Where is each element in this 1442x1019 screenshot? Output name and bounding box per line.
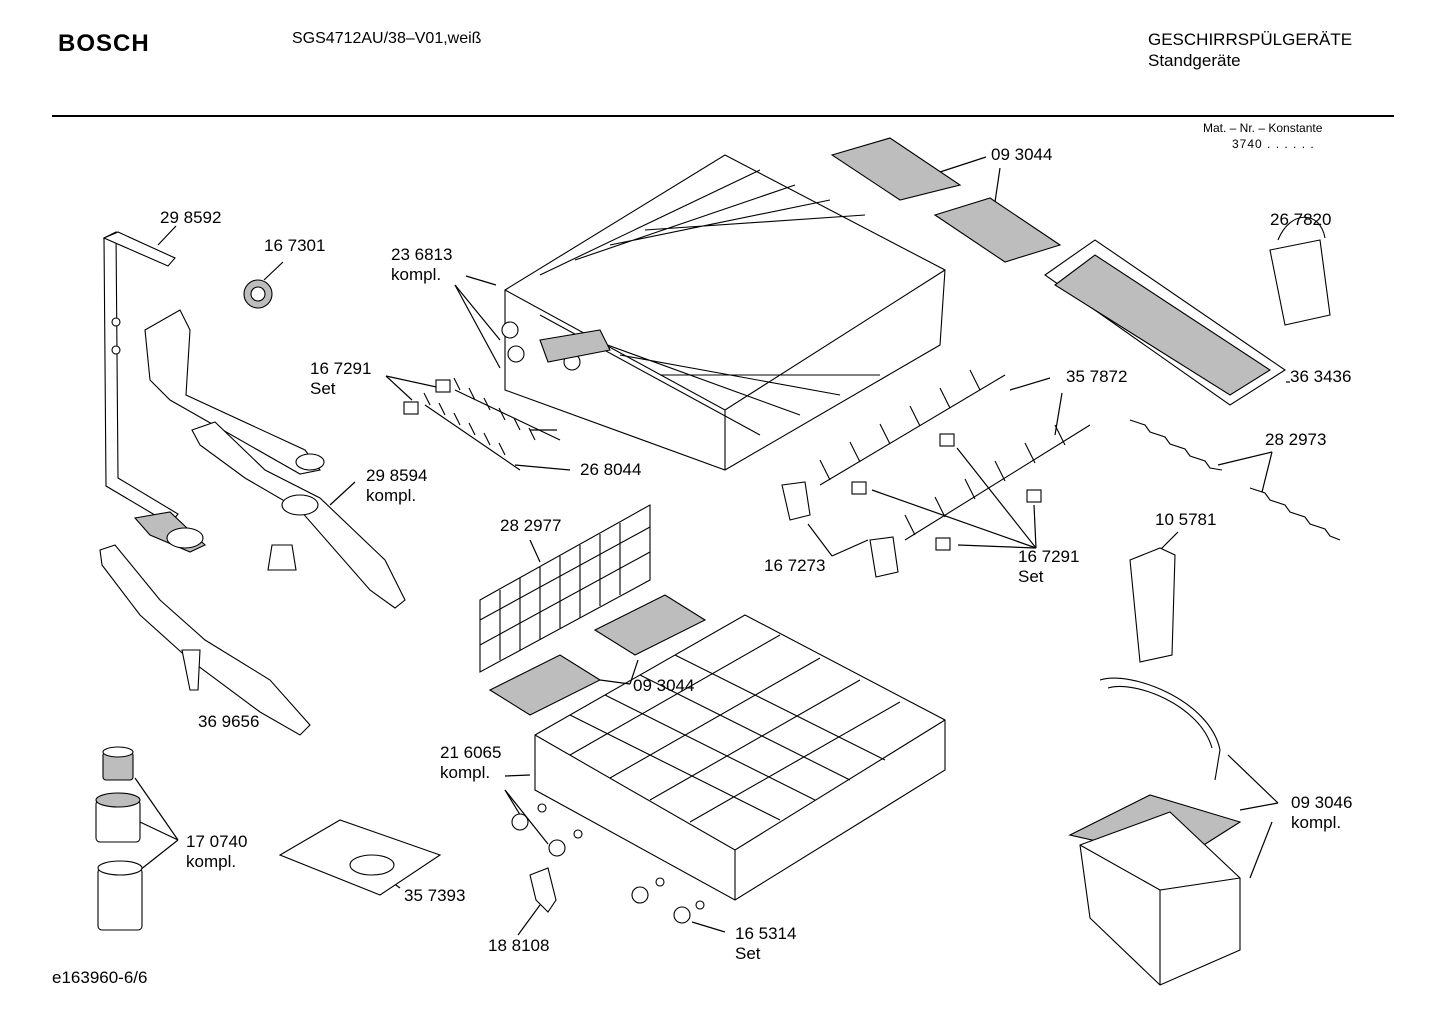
basket-holders xyxy=(781,481,899,578)
callout-167291-left: 16 7291 Set xyxy=(310,359,372,398)
callout-167301: 16 7301 xyxy=(264,236,326,255)
spray-feed-arm xyxy=(144,309,325,475)
upper-basket xyxy=(501,154,946,471)
callout-357872: 35 7872 xyxy=(1066,367,1128,386)
callout-298592: 29 8592 xyxy=(160,208,222,227)
lower-spray-arm xyxy=(99,544,311,736)
callout-093046: 09 3046 kompl. xyxy=(1291,793,1353,832)
plate-rack-grid xyxy=(479,504,651,673)
category-title: GESCHIRRSPÜLGERÄTE xyxy=(1148,30,1353,49)
brand-logo: BOSCH xyxy=(58,30,150,57)
category-subtitle: Standgeräte xyxy=(1148,51,1241,70)
constant-value: 3740 . . . . . . xyxy=(1232,137,1315,151)
floor-plate xyxy=(278,819,442,896)
callout-268044: 26 8044 xyxy=(580,460,642,479)
stair-racks xyxy=(1129,419,1341,541)
callout-167273: 16 7273 xyxy=(764,556,826,575)
small-cutlery-basket xyxy=(1269,216,1331,326)
spray-supply-pipe xyxy=(102,231,206,553)
callout-093044-lower: 09 3044 xyxy=(633,676,695,695)
callout-282977: 28 2977 xyxy=(500,516,562,535)
callout-282973: 28 2973 xyxy=(1265,430,1327,449)
cup-racks-lower xyxy=(488,594,707,716)
callout-165314: 16 5314 Set xyxy=(735,924,797,963)
callout-188108: 18 8108 xyxy=(488,936,550,955)
callout-298594: 29 8594 kompl. xyxy=(366,466,428,505)
callout-216065: 21 6065 kompl. xyxy=(440,743,502,782)
small-filter-disc xyxy=(243,279,273,309)
callout-236813: 23 6813 kompl. xyxy=(391,245,453,284)
constant-label: Mat. – Nr. – Konstante xyxy=(1203,121,1323,135)
tine-rows xyxy=(819,369,1091,551)
upper-spray-arm xyxy=(191,421,406,609)
callout-170740: 17 0740 kompl. xyxy=(186,832,248,871)
basket-wheels xyxy=(511,803,705,924)
callout-093044-upper: 09 3044 xyxy=(991,145,1053,164)
callout-267820: 26 7820 xyxy=(1270,210,1332,229)
header-divider xyxy=(52,115,1394,117)
cutlery-drawer xyxy=(1044,239,1286,406)
callout-369656: 36 9656 xyxy=(198,712,260,731)
model-number: SGS4712AU/38–V01,weiß xyxy=(292,30,482,47)
lower-basket xyxy=(534,614,946,901)
callout-167291-right: 16 7291 Set xyxy=(1018,547,1080,586)
cutlery-basket xyxy=(1068,677,1242,986)
callout-357393: 35 7393 xyxy=(404,886,466,905)
document-id: e163960-6/6 xyxy=(52,968,148,987)
callout-105781: 10 5781 xyxy=(1155,510,1217,529)
filter-set xyxy=(95,746,143,931)
basket-clip xyxy=(529,867,557,913)
cutlery-tube xyxy=(1129,547,1176,663)
callout-363436: 36 3436 xyxy=(1290,367,1352,386)
cup-racks-upper xyxy=(830,137,1062,263)
clips-and-tines xyxy=(403,377,561,471)
